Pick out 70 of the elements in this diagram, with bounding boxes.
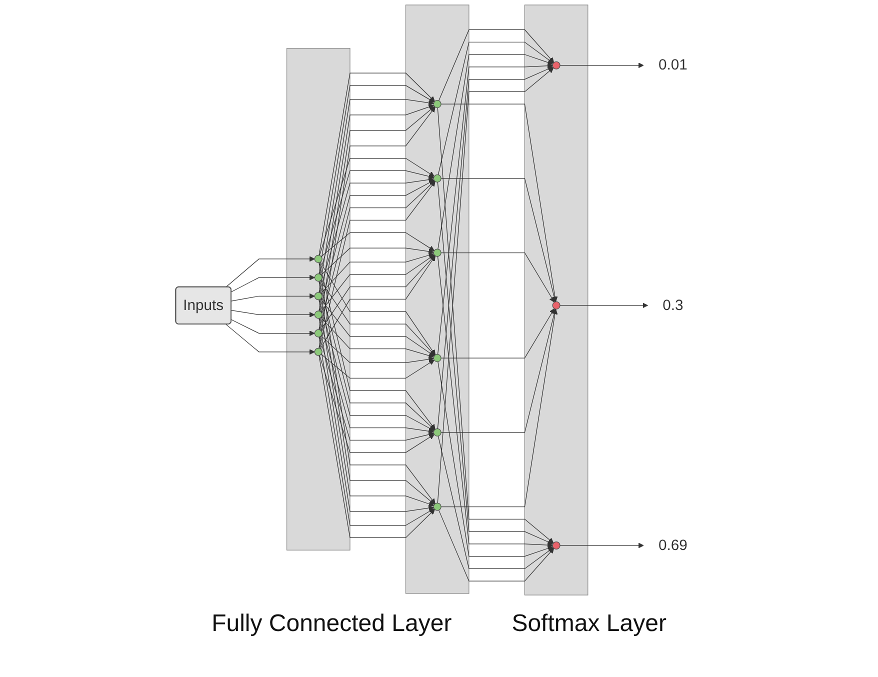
arrow [318,85,434,274]
node-circle [314,310,322,319]
node-circle [552,541,560,550]
node-text: 0.3 [662,296,684,314]
node-circle [433,100,442,108]
arrow [440,104,558,302]
arrow [437,63,553,355]
arrow [437,182,554,544]
node-text: 0.69 [658,536,688,554]
arrow [437,66,554,430]
node-text: 0.01 [658,56,688,74]
arrow [320,280,436,356]
node-circle [314,254,322,263]
arrow [318,72,435,256]
arrow [320,336,434,364]
arrow [320,317,434,358]
node-circle [433,248,442,257]
arrow [438,29,554,101]
arrow [438,361,554,557]
arrow [438,54,554,250]
arrow [440,252,555,302]
arrow [319,318,434,434]
cluster [405,4,470,594]
arrow [226,324,315,355]
arrow [320,255,436,331]
arrow [319,170,434,274]
cluster [524,4,588,596]
arrow [560,302,648,308]
arrow [437,256,553,548]
arrow [440,308,557,433]
arrow [319,336,434,440]
arrow [440,308,558,508]
node-circle [552,61,560,70]
arrow [560,542,644,548]
node-circle [433,354,442,362]
arrow [318,355,435,538]
arrow [438,42,554,176]
arrow [320,248,434,276]
cluster [286,48,350,550]
node-circle [433,502,442,511]
arrow [231,274,315,292]
arrow [440,178,557,302]
arrow [231,293,315,302]
arrow [319,158,434,256]
arrow [226,256,315,288]
arrow [318,336,434,526]
arrow [320,254,435,312]
node-circle [314,292,322,300]
arrow [320,354,434,379]
arrow [437,68,554,504]
arrow [320,252,434,294]
arrow [438,436,554,570]
arrow [231,319,315,336]
arrow [560,62,644,68]
arrow [319,176,434,293]
node-circle [314,329,322,338]
arrow [320,298,435,356]
layer-caption: Softmax Layer [512,610,666,638]
node-circle [314,348,322,356]
arrow [437,107,554,544]
node-circle [314,274,322,282]
arrow [231,310,315,318]
arrow [440,308,555,358]
node-circle [552,301,560,310]
node-circle [433,174,442,182]
layer-caption: Fully Connected Layer [212,610,452,638]
arrow [320,232,434,257]
node-circle [433,428,442,436]
arrow [438,510,554,582]
arrow [319,355,434,453]
